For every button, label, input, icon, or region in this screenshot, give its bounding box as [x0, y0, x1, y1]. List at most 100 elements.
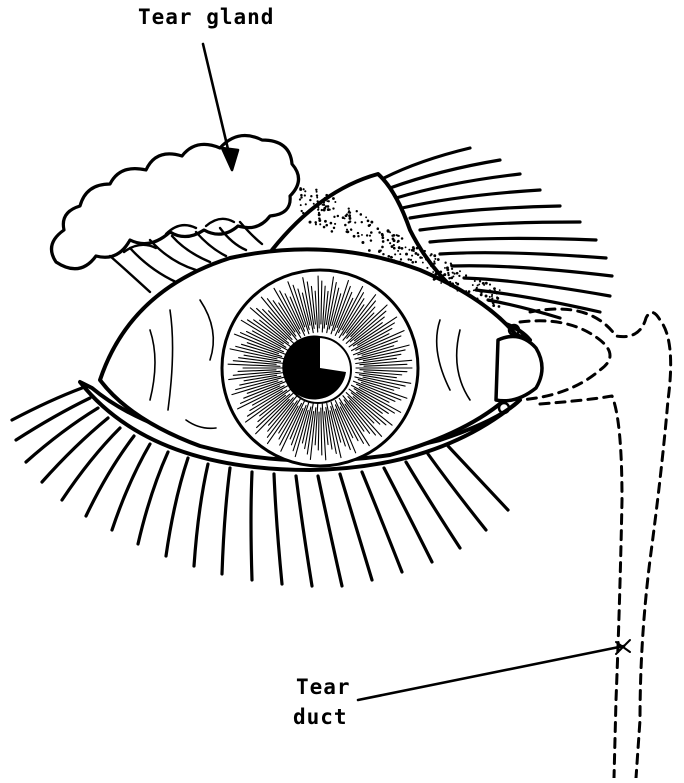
stipple-dot — [434, 278, 436, 280]
stipple-dot — [477, 284, 479, 286]
stipple-dot — [422, 262, 424, 264]
stipple-dot — [316, 200, 318, 202]
stipple-dot — [491, 294, 493, 296]
stipple-dot — [350, 229, 352, 231]
stipple-dot — [447, 274, 449, 276]
tear-gland — [52, 136, 299, 269]
stipple-dot — [465, 274, 467, 276]
stipple-dot — [304, 190, 306, 192]
stipple-dot — [498, 305, 501, 308]
stipple-dot — [349, 211, 351, 213]
stipple-dot — [327, 205, 330, 208]
stipple-dot — [493, 287, 496, 290]
stipple-dot — [382, 240, 385, 243]
stipple-dot — [305, 203, 307, 205]
stipple-dot — [368, 249, 371, 252]
stipple-dot — [439, 271, 442, 274]
stipple-dot — [389, 242, 391, 244]
stipple-dot — [300, 194, 303, 197]
stipple-dot — [468, 290, 471, 293]
stipple-dot — [451, 282, 454, 285]
stipple-dot — [353, 235, 356, 238]
tear-duct-label-line2: duct — [293, 706, 348, 729]
stipple-dot — [316, 197, 318, 199]
stipple-dot — [444, 267, 446, 269]
stipple-dot — [369, 235, 371, 237]
stipple-dot — [399, 253, 401, 255]
stipple-dot — [485, 294, 488, 297]
stipple-dot — [407, 258, 409, 260]
stipple-dot — [400, 258, 402, 260]
stipple-dot — [316, 191, 318, 193]
stipple-dot — [485, 282, 488, 285]
stipple-dot — [332, 197, 335, 200]
stipple-dot — [479, 280, 481, 282]
stipple-dot — [324, 220, 327, 223]
stipple-dot — [328, 200, 330, 202]
stipple-dot — [472, 284, 474, 286]
stipple-dot — [415, 252, 418, 255]
stipple-dot — [391, 256, 393, 258]
stipple-dot — [398, 247, 400, 249]
stipple-dot — [323, 201, 325, 203]
stipple-dot — [361, 241, 364, 244]
stipple-dot — [435, 272, 438, 275]
stipple-dot — [349, 220, 351, 222]
tear-duct-label-line1: Tear — [296, 676, 351, 699]
stipple-dot — [360, 213, 363, 216]
stipple-dot — [405, 246, 407, 248]
stipple-dot — [313, 203, 315, 205]
stipple-dot — [397, 241, 399, 243]
stipple-dot — [369, 224, 371, 226]
stipple-dot — [444, 262, 446, 264]
stipple-dot — [476, 287, 478, 289]
stipple-dot — [316, 194, 318, 196]
stipple-dot — [411, 255, 413, 257]
stipple-dot — [366, 234, 368, 236]
stipple-dot — [394, 253, 396, 255]
stipple-dot — [304, 194, 306, 196]
stipple-dot — [333, 216, 335, 218]
stipple-dot — [344, 217, 346, 219]
stipple-dot — [488, 300, 490, 302]
stipple-dot — [496, 297, 499, 300]
stipple-dot — [451, 268, 453, 270]
stipple-dot — [458, 275, 460, 277]
stipple-dot — [449, 284, 452, 287]
stipple-dot — [325, 224, 328, 227]
stipple-dot — [378, 231, 381, 234]
stipple-dot — [452, 275, 454, 277]
stipple-dot — [314, 221, 317, 224]
tear-drainage-path — [520, 309, 671, 778]
stipple-dot — [459, 270, 461, 272]
stipple-dot — [432, 271, 434, 273]
stipple-dot — [381, 234, 384, 237]
stipple-dot — [347, 231, 350, 234]
stipple-dot — [489, 296, 491, 298]
stipple-dot — [425, 258, 427, 260]
stipple-dot — [323, 204, 325, 206]
stipple-dot — [348, 214, 351, 217]
stipple-dot — [489, 283, 491, 285]
stipple-dot — [393, 239, 396, 242]
stipple-dot — [361, 234, 363, 236]
stipple-dot — [491, 297, 493, 299]
stipple-dot — [299, 198, 301, 200]
stipple-dot — [467, 293, 469, 295]
stipple-dot — [319, 223, 321, 225]
stipple-dot — [413, 268, 415, 270]
stipple-dot — [456, 288, 458, 290]
stipple-dot — [411, 261, 414, 264]
stipple-dot — [310, 195, 312, 197]
stipple-dot — [426, 267, 428, 269]
stipple-dot — [387, 255, 390, 258]
stipple-dot — [300, 196, 302, 198]
stipple-dot — [457, 290, 459, 292]
stipple-dot — [381, 246, 384, 249]
stipple-dot — [337, 215, 339, 217]
stipple-dot — [332, 207, 334, 209]
stipple-dot — [370, 221, 373, 224]
stipple-dot — [387, 239, 389, 241]
stipple-dot — [410, 259, 412, 261]
